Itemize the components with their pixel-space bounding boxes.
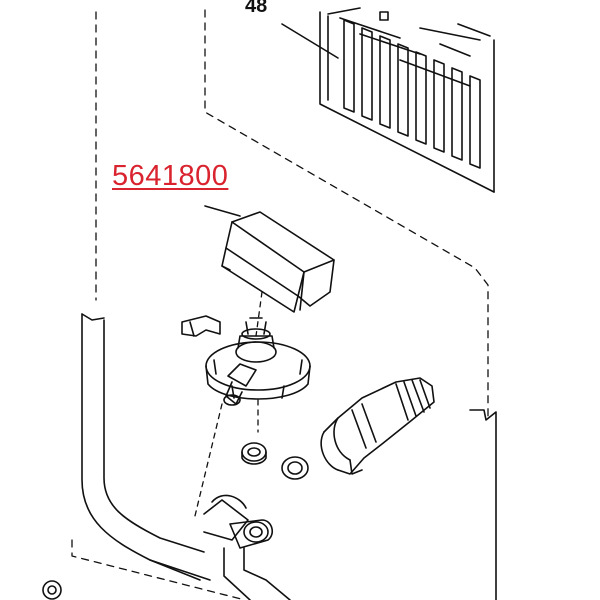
valve-alignment-dashes xyxy=(193,399,259,521)
sensor-alignment-dashes xyxy=(255,291,263,337)
o-ring xyxy=(281,456,309,480)
right-panel-edge xyxy=(469,409,497,600)
part-number-leader xyxy=(204,205,241,217)
retaining-clip xyxy=(181,315,221,337)
part-number-link[interactable]: 5641800 xyxy=(112,160,229,192)
dashed-boundary-lines xyxy=(71,9,489,600)
pipe-run xyxy=(81,313,291,600)
callout-48-leader xyxy=(281,23,339,59)
small-washer xyxy=(241,442,267,465)
valve-body xyxy=(205,317,311,406)
elbow-fitting xyxy=(320,377,435,475)
sensor-box xyxy=(221,211,335,313)
slatted-panel xyxy=(319,7,495,193)
callout-48-label: 48 xyxy=(245,0,268,17)
bottom-left-fitting xyxy=(42,580,62,600)
